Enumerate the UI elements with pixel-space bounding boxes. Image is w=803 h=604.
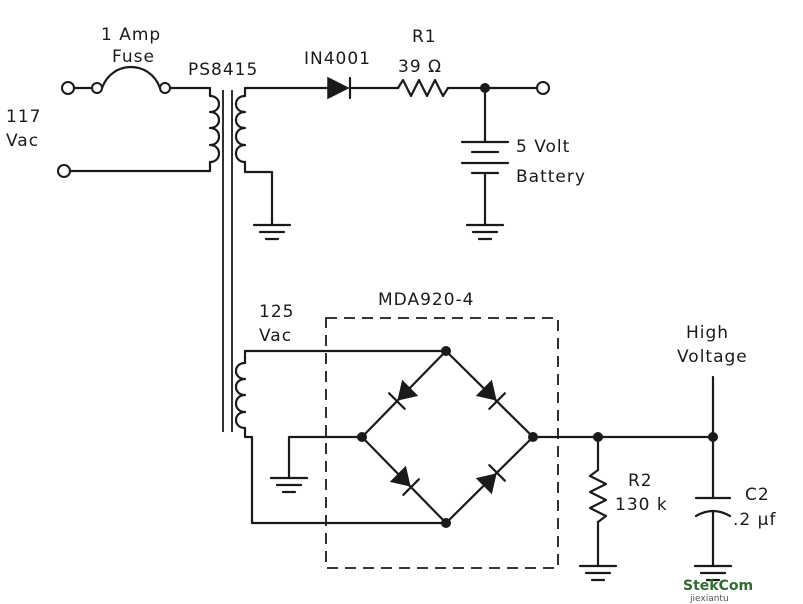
bridge-diode-upper-right <box>475 379 506 410</box>
secondary-coil-2 <box>234 361 247 430</box>
c2-name-label: C2 <box>745 485 770 505</box>
bridge-left-to-ground-wire <box>287 435 364 480</box>
fuse-element <box>100 65 162 90</box>
secondary-voltage-label-line1: 125 <box>259 302 294 322</box>
input-voltage-label-line2: Vac <box>6 131 39 151</box>
r2-value-label: 130 k <box>615 495 668 515</box>
battery-label-line1: 5 Volt <box>516 137 570 157</box>
battery-label-line2: Battery <box>516 167 586 187</box>
bridge-diamond <box>360 349 535 525</box>
input-wire-to-primary <box>168 86 212 98</box>
secondary-coil-1 <box>234 94 247 164</box>
fuse-label-line2: Fuse <box>112 47 155 67</box>
bridge-diode-upper-left <box>388 379 419 410</box>
fuse-terminal-left <box>91 82 103 94</box>
labels: 1 Amp Fuse 117 Vac PS8415 IN4001 R1 39 Ω… <box>6 25 776 530</box>
input-terminal-top <box>61 81 75 95</box>
r1-value-label: 39 Ω <box>398 57 442 77</box>
watermark: StekCom jiexiantu <box>683 578 753 604</box>
bridge-diode-lower-left <box>389 465 420 496</box>
high-voltage-circuit <box>234 317 733 582</box>
r2-name-label: R2 <box>628 471 653 491</box>
input-wire-bottom <box>68 160 212 173</box>
diode-label: IN4001 <box>304 49 371 69</box>
primary-coil <box>208 94 221 164</box>
watermark-main: StekCom <box>683 578 753 594</box>
resistor-r2 <box>588 468 608 524</box>
secondary2-wire-bottom <box>243 426 448 525</box>
ground-c2 <box>693 564 733 582</box>
battery-charger-circuit <box>234 76 550 241</box>
secondary2-wire-top <box>243 349 448 365</box>
transformer-label: PS8415 <box>188 60 258 80</box>
input-terminal-bottom <box>57 164 71 178</box>
transformer-core <box>222 90 233 432</box>
ground-bridge <box>269 476 309 494</box>
ground-r2 <box>578 564 618 582</box>
fuse-terminal-right <box>159 82 171 94</box>
battery-output-terminal <box>536 81 550 95</box>
bridge-rectifier-box <box>325 317 559 569</box>
ground-battery <box>465 223 505 241</box>
watermark-sub: jiexiantu <box>689 594 729 604</box>
ground-secondary1 <box>252 223 292 241</box>
output-label-line2: Voltage <box>677 347 748 367</box>
secondary1-wire-top <box>243 86 330 98</box>
bridge-label: MDA920-4 <box>378 290 475 310</box>
resistor-r1 <box>396 78 450 98</box>
bridge-diode-lower-right <box>475 464 506 495</box>
secondary-voltage-label-line2: Vac <box>259 326 292 346</box>
primary-circuit <box>57 65 221 178</box>
input-voltage-label-line1: 117 <box>6 107 41 127</box>
fuse-label-line1: 1 Amp <box>101 25 161 45</box>
bridge-node-top <box>441 346 451 356</box>
output-label-line1: High <box>686 323 729 343</box>
secondary1-wire-bottom <box>243 160 274 227</box>
c2-value-label: .2 µf <box>733 510 776 530</box>
diode-in4001 <box>327 76 350 100</box>
bridge-node-bottom <box>441 518 451 528</box>
r1-name-label: R1 <box>412 27 437 47</box>
